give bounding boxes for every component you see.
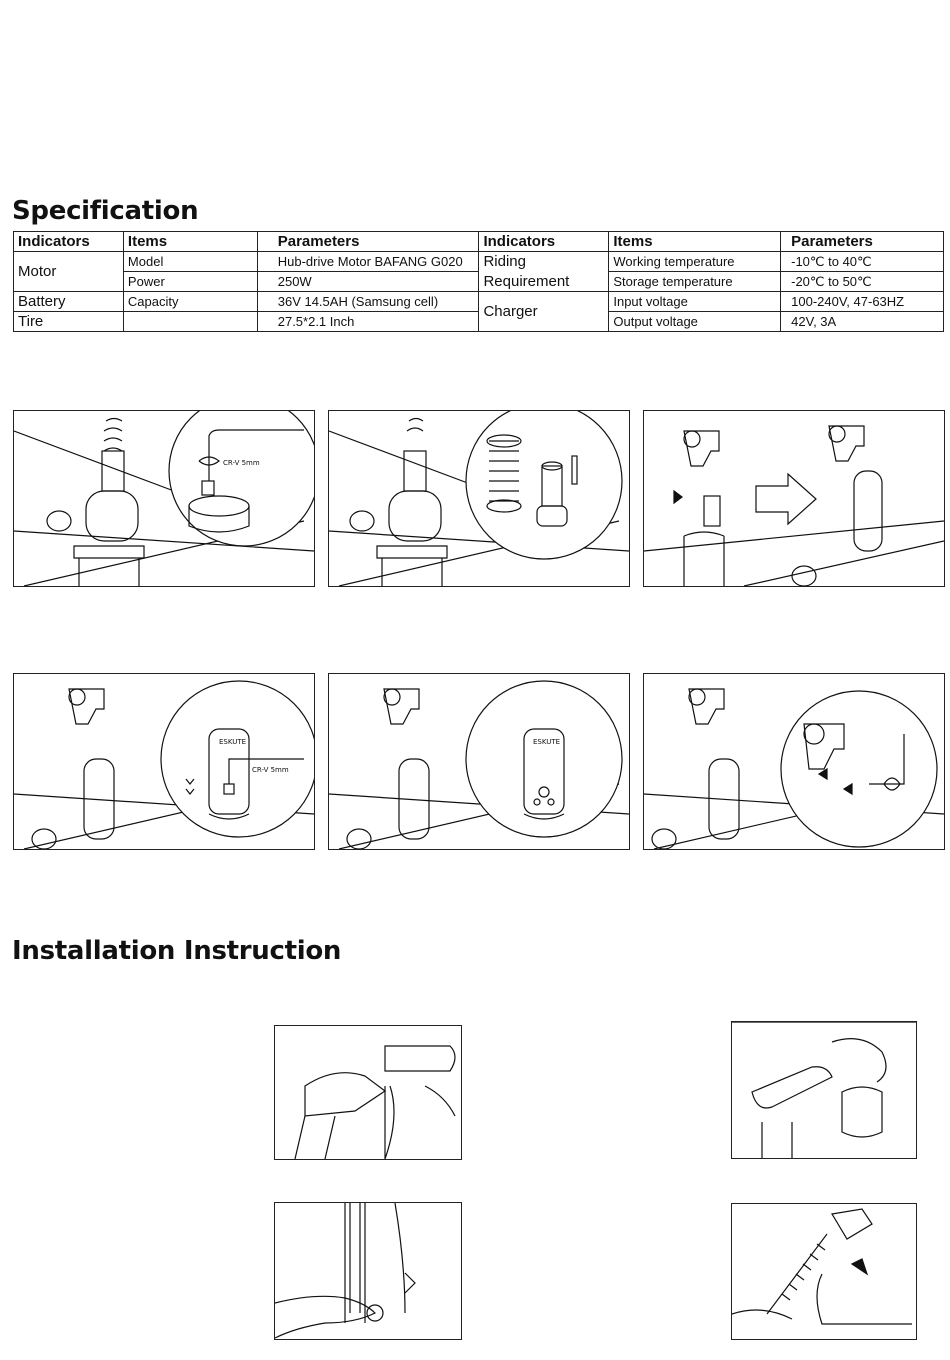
riding-indicator-line2: Requirement: [478, 271, 610, 292]
tire-value: 27.5*2.1 Inch: [256, 311, 480, 332]
motor-power-value: 250W: [256, 271, 480, 292]
input-voltage-item: Input voltage: [608, 291, 782, 312]
tool-label: CR-V 5mm: [252, 766, 289, 774]
step-figure-6: [643, 673, 945, 850]
table-row: Battery Capacity 36V 14.5AH (Samsung cel…: [13, 291, 944, 332]
battery-item: Capacity: [122, 291, 258, 312]
battery-indicator: Battery: [13, 291, 124, 312]
tire-item: [122, 311, 258, 332]
header-indicators-2: Indicators: [478, 231, 610, 252]
charger-indicator: Charger: [478, 291, 610, 332]
table-row: Power 250W Requirement Storage temperatu…: [14, 271, 944, 292]
install-figure-2: [731, 1021, 917, 1159]
header-items-2: Items: [608, 231, 782, 252]
specification-heading: Specification: [12, 196, 199, 226]
header-indicators: Indicators: [13, 231, 124, 252]
input-voltage-value: 100-240V, 47-63HZ: [780, 291, 944, 312]
header-items: Items: [122, 231, 258, 252]
step-figure-4: ESKUTE CR-V 5mm: [13, 673, 315, 850]
tool-label: CR-V 5mm: [223, 459, 260, 467]
step-figure-5: ESKUTE: [328, 673, 630, 850]
output-voltage-value: 42V, 3A: [780, 311, 944, 332]
motor-indicator: Motor: [13, 251, 124, 292]
motor-power-item: Power: [122, 271, 258, 292]
output-voltage-item: Output voltage: [608, 311, 782, 332]
step-figure-2: [328, 410, 630, 587]
install-figure-3: [274, 1202, 462, 1340]
working-temp-value: -10℃ to 40℃: [780, 251, 944, 272]
working-temp-item: Working temperature: [608, 251, 782, 272]
table-row: Tire 27.5*2.1 Inch Output voltage 42V, 3…: [13, 311, 944, 332]
install-figure-1: [274, 1025, 462, 1160]
brand-label: ESKUTE: [219, 738, 246, 746]
installation-heading: Installation Instruction: [12, 936, 342, 966]
tire-indicator: Tire: [13, 311, 124, 332]
install-figure-4: [731, 1203, 917, 1340]
table-row: Motor Model Hub-drive Motor BAFANG G020 …: [13, 251, 944, 292]
header-parameters-2: Parameters: [780, 231, 944, 252]
motor-model-item: Model: [122, 251, 258, 272]
header-parameters: Parameters: [256, 231, 480, 252]
battery-value: 36V 14.5AH (Samsung cell): [256, 291, 480, 312]
table-header-row: Indicators Items Parameters Indicators I…: [13, 231, 944, 252]
storage-temp-item: Storage temperature: [608, 271, 782, 292]
motor-model-value: Hub-drive Motor BAFANG G020: [256, 251, 480, 272]
specification-table: Indicators Items Parameters Indicators I…: [13, 231, 944, 332]
brand-label: ESKUTE: [533, 738, 560, 746]
storage-temp-value: -20℃ to 50℃: [780, 271, 944, 292]
step-figure-3: [643, 410, 945, 587]
riding-indicator-line1: Riding: [478, 251, 610, 272]
step-figure-1: CR-V 5mm: [13, 410, 315, 587]
